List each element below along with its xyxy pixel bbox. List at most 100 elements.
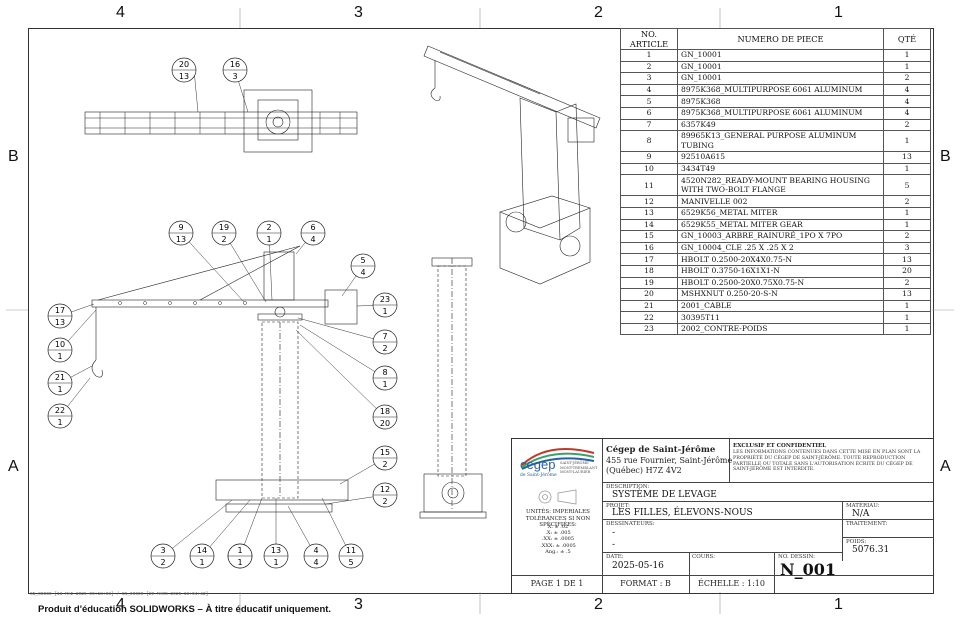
balloon-qty: 13 [176, 235, 186, 244]
tolerances-title: TOLÉRANCES SI NON SPÉCIFIÉES: [525, 516, 591, 528]
balloon-qty: 2 [382, 460, 387, 469]
balloon-number: 10 [55, 340, 65, 349]
cegep-logo-sub: de Saint-Jérôme [520, 473, 557, 478]
zone-1-bottom: 1 [834, 596, 843, 613]
balloon: 211 [47, 370, 73, 396]
bom-qty: 3 [883, 241, 931, 255]
tolerance-line: X. ± .02 [547, 524, 569, 530]
bom-article: 17 [620, 253, 678, 266]
bom-part-number: 89965K13_GENERAL PURPOSE ALUMINUM TUBING [677, 130, 884, 153]
project-value: LES FILLES, ÉLEVONS-NOUS [612, 508, 753, 518]
balloon-number: 2 [266, 223, 271, 232]
balloon-number: 12 [380, 485, 390, 494]
bom-part-number: 8975K368 [677, 95, 884, 108]
balloon-qty: 1 [273, 558, 278, 567]
bom-article: 15 [620, 230, 678, 243]
cegep-logo-text: cegep [520, 457, 556, 472]
bom-qty: 20 [883, 264, 931, 278]
bom-qty: 2 [883, 195, 931, 208]
bom-qty: 13 [883, 253, 931, 266]
bom-article: 23 [620, 322, 678, 336]
balloon-number: 8 [382, 368, 387, 377]
bom-part-number: HBOLT 0.2500-20X0.75X0.75-N [677, 276, 884, 290]
bom-qty: 1 [883, 218, 931, 232]
balloon-qty: 20 [380, 419, 390, 428]
bom-article: 10 [620, 162, 678, 176]
isometric-view [423, 45, 601, 285]
tolerance-line: Ang.: ± .5 [545, 548, 571, 555]
balloon-number: 23 [380, 295, 390, 304]
bom-qty: 1 [883, 49, 931, 62]
zone-A-left: A [8, 458, 19, 475]
zone-2-top: 2 [594, 4, 603, 21]
tolerance-line: .XX: ± .0005 [541, 536, 575, 543]
bom-part-number: 8975K368_MULTIPURPOSE 6061 ALUMINUM [677, 106, 884, 120]
educational-footer: Produit d'éducation SOLIDWORKS – À titre… [38, 604, 332, 615]
bom-part-number: HBOLT 0.2500-20X4X0.75-N [677, 253, 884, 266]
drawing-number-label: NO. DESSIN: [778, 554, 816, 560]
balloon: 54 [350, 253, 376, 279]
balloon: 913 [168, 220, 194, 246]
tolerances-list: X. ± .02 .X: ± .005 .XX: ± .0005 .XXX: ±… [514, 524, 602, 555]
balloon-qty: 13 [179, 72, 189, 81]
bom-part-number: GN_10003_ARBRE_RAINURÉ_1PO X 7PO [677, 230, 884, 243]
bom-part-number: 6357K49 [677, 118, 884, 132]
balloon-qty: 4 [310, 235, 315, 244]
designer-2: - [612, 540, 616, 550]
zone-2-bottom: 2 [594, 596, 603, 613]
bom-article: 3 [620, 72, 678, 85]
tolerance-line: .X: ± .005 [545, 530, 571, 537]
balloon: 152 [372, 445, 398, 471]
bom-part-number: GN_10001 [677, 60, 884, 74]
bom-article: 11 [620, 174, 678, 197]
zone-3-top: 3 [354, 4, 363, 21]
bom-qty: 2 [883, 230, 931, 243]
bom-qty: 1 [883, 130, 931, 153]
balloon-qty: 13 [55, 318, 65, 327]
bom-article: 20 [620, 288, 678, 301]
bom-qty: 4 [883, 83, 931, 97]
balloon-number: 17 [55, 306, 65, 315]
balloon-number: 15 [380, 448, 390, 457]
units-title: UNITÉS: IMPERIALES [526, 509, 590, 515]
format: FORMAT : B [620, 579, 671, 588]
bom-qty: 1 [883, 311, 931, 324]
projection-symbol [538, 489, 577, 505]
date-value: 2025-05-16 [612, 561, 664, 571]
zone-1-top: 1 [834, 4, 843, 21]
bom-part-number: 2001_CABLE [677, 299, 884, 313]
bom-article: 9 [620, 151, 678, 164]
balloon: 122 [372, 482, 398, 508]
front-view [91, 245, 358, 513]
material-value: N/A [852, 509, 870, 519]
balloon: 141 [189, 543, 215, 569]
material-label: MATÉRIAU: [846, 503, 880, 509]
cegep-logo [521, 448, 595, 470]
bom-part-number: 8975K368_MULTIPURPOSE 6061 ALUMINUM [677, 83, 884, 97]
top-view [84, 89, 358, 153]
bom-part-number: 6529K55_METAL MITER GEAR [677, 218, 884, 232]
balloon-qty: 1 [57, 418, 62, 427]
balloon-qty: 1 [237, 558, 242, 567]
drawing-number: N_001 [780, 560, 837, 579]
weight-value: 5076.31 [852, 545, 890, 555]
bom-article: 4 [620, 83, 678, 97]
bom-article: 5 [620, 95, 678, 108]
bom-article: 18 [620, 264, 678, 278]
balloon-number: 6 [310, 223, 315, 232]
bom-article: 22 [620, 311, 678, 324]
